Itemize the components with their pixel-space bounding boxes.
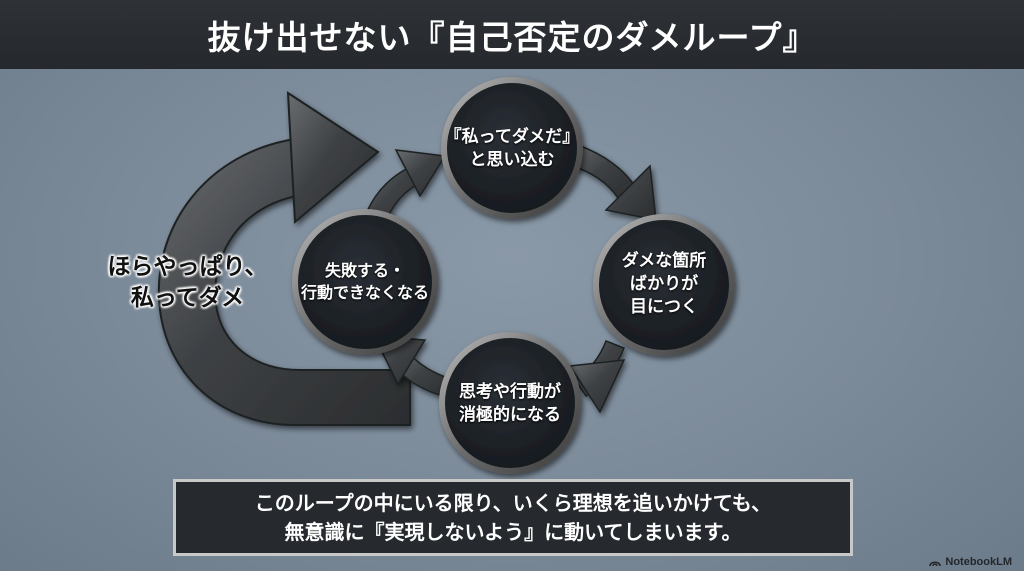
node-fail-label: 失敗する・ 行動できなくなる xyxy=(300,261,429,302)
node-believe-circle xyxy=(441,77,583,219)
notebooklm-watermark: NotebookLM xyxy=(929,556,1012,568)
outer-arrow-head xyxy=(286,91,380,225)
node-negative-label: 思考や行動が 消極的になる xyxy=(459,382,561,425)
node-negative-circle xyxy=(439,332,581,474)
loop-diagram xyxy=(157,77,735,474)
outer-return-arrow xyxy=(157,91,411,426)
caption-box: このループの中にいる限り、いくら理想を追いかけても、 無意識に『実現しないよう』… xyxy=(173,479,853,556)
outer-arrow-body xyxy=(157,136,411,426)
arrow-believe-to-notice xyxy=(569,144,657,221)
node-fail-circle xyxy=(292,209,438,355)
watermark-text: NotebookLM xyxy=(945,556,1012,568)
node-notice-label: ダメな箇所 ばかりが 目につく xyxy=(621,251,707,317)
caption-text: このループの中にいる限り、いくら理想を追いかけても、 無意識に『実現しないよう』… xyxy=(254,490,772,544)
title-bar: 抜け出せない『自己否定のダメループ』 xyxy=(0,0,1024,69)
side-label: ほらやっぱり、 私ってダメ xyxy=(107,254,268,312)
node-believe-label: 『私ってダメだ』 と思い込む xyxy=(444,127,580,170)
node-notice-circle xyxy=(593,214,735,356)
page-title: 抜け出せない『自己否定のダメループ』 xyxy=(207,17,817,57)
notebooklm-logo-icon xyxy=(929,560,942,566)
